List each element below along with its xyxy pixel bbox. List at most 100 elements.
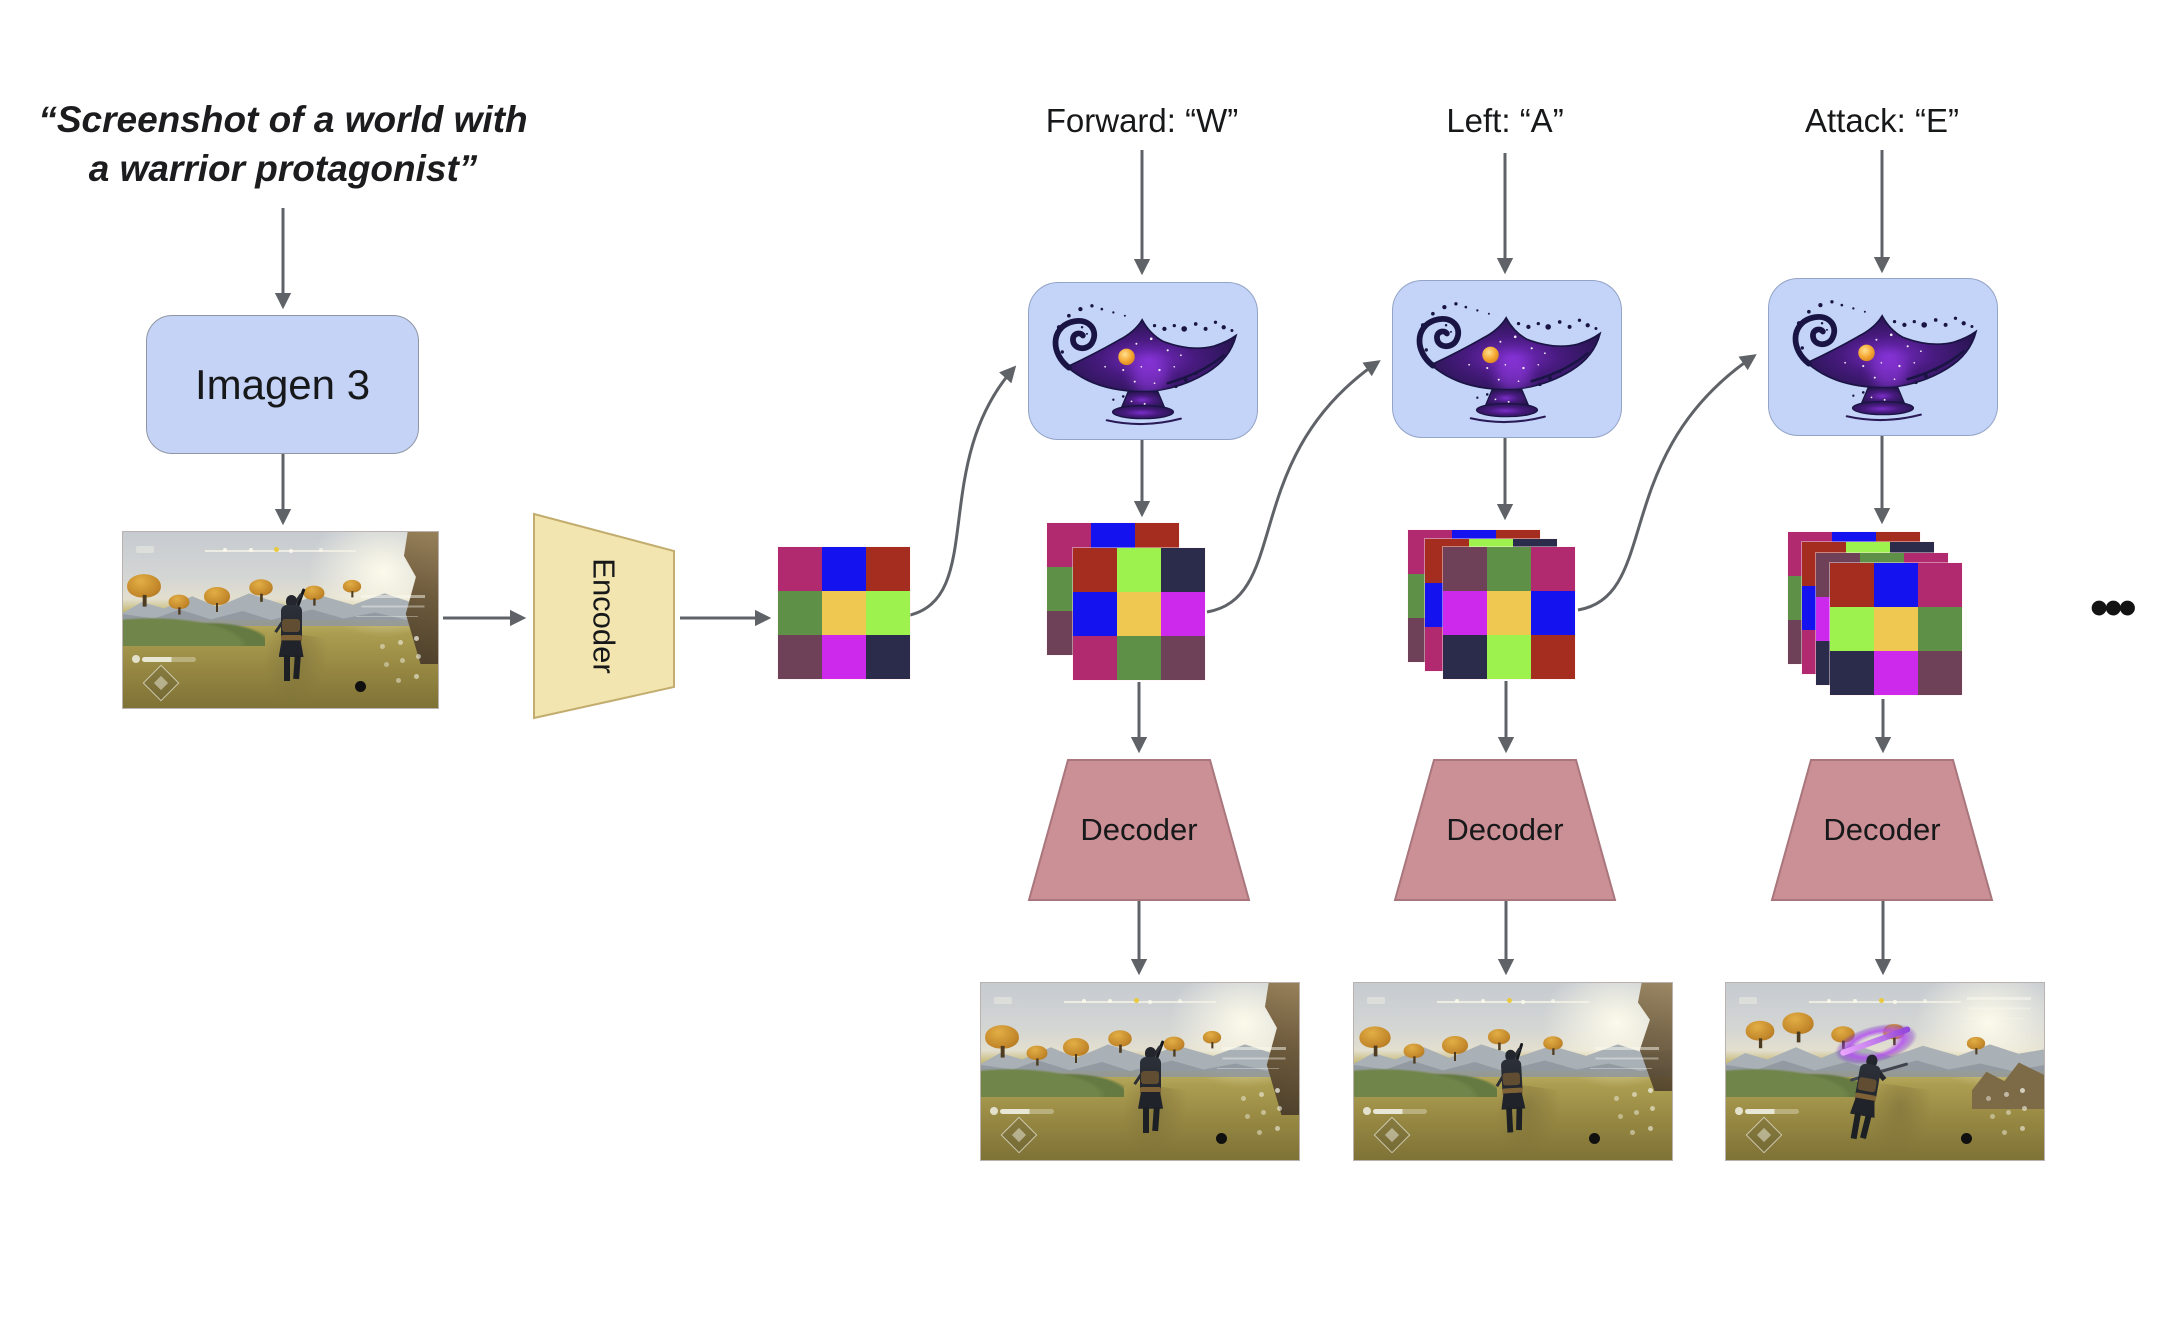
- latent-cell: [1531, 591, 1575, 635]
- tree: [342, 579, 363, 598]
- latent-grid: [1830, 563, 1962, 695]
- action-label-attack: Attack: “E”: [1804, 102, 1960, 139]
- latent-cell: [866, 591, 910, 635]
- latent-cell: [866, 635, 910, 679]
- decoder-label: Decoder: [1446, 812, 1564, 847]
- hud-bottom-right: [349, 635, 420, 694]
- tree: [1061, 1037, 1091, 1064]
- latent-cell: [1443, 635, 1487, 679]
- hud-compass: [1436, 998, 1590, 1003]
- output-game-frame-1: [980, 982, 1300, 1161]
- latent-grid: [1443, 547, 1575, 679]
- world-model-node-2: [1392, 280, 1622, 438]
- output-game-frame-3: [1725, 982, 2045, 1161]
- latent-cell: [1918, 651, 1962, 695]
- hud-health-bar: [131, 655, 196, 664]
- latent-cell: [1073, 636, 1117, 680]
- hud-top-left: [1366, 997, 1385, 1005]
- tree: [1107, 1030, 1134, 1053]
- latent-cell: [822, 635, 866, 679]
- latent-cell: [778, 547, 822, 591]
- decoder-node-3: Decoder: [1770, 758, 1994, 902]
- tree: [983, 1025, 1022, 1059]
- decoder-node-2: Decoder: [1393, 758, 1617, 902]
- hud-bottom-right: [1583, 1087, 1653, 1146]
- tree: [125, 573, 164, 608]
- hud-top-left: [993, 997, 1012, 1005]
- latent-cell: [1117, 592, 1161, 636]
- decoder-label: Decoder: [1080, 812, 1198, 847]
- latent-stack-step3: [1788, 532, 1966, 698]
- latent-cell: [866, 547, 910, 591]
- encoder-trapezoid: [533, 512, 675, 720]
- latent-cell: [822, 591, 866, 635]
- latent-cell: [1443, 547, 1487, 591]
- latent-cell: [1918, 607, 1962, 651]
- tree: [1487, 1029, 1513, 1051]
- latent-cell: [1874, 651, 1918, 695]
- latent-stack-step1: [1047, 523, 1207, 683]
- latent-cell: [1531, 635, 1575, 679]
- latent-cell: [1443, 591, 1487, 635]
- hud-top-left: [1738, 997, 1757, 1005]
- continuation-ellipsis: •••: [2090, 579, 2137, 637]
- latent-cell: [1918, 563, 1962, 607]
- latent-cell: [1073, 592, 1117, 636]
- bushes: [123, 612, 265, 646]
- latent-cell: [778, 635, 822, 679]
- latent-cell: [1487, 591, 1531, 635]
- imagen3-node: Imagen 3: [146, 315, 419, 454]
- latent-cell: [822, 547, 866, 591]
- bushes: [1354, 1063, 1498, 1097]
- tree: [202, 586, 232, 613]
- bushes: [981, 1063, 1125, 1097]
- tree: [1162, 1036, 1186, 1058]
- decoder-label: Decoder: [1823, 812, 1941, 847]
- hud-minimap: [1746, 1116, 1783, 1154]
- action-label-forward: Forward: “W”: [1045, 102, 1239, 139]
- hud-bottom-right: [1210, 1087, 1280, 1146]
- decoder-node-1: Decoder: [1027, 758, 1251, 902]
- decoder-trapezoid: [1393, 759, 1617, 901]
- latent-cell: [1161, 636, 1205, 680]
- decoder-trapezoid: [1770, 759, 1994, 901]
- latent-grid-encoder-output: [778, 547, 910, 679]
- output-game-frame-2: [1353, 982, 1673, 1161]
- latent-cell: [1117, 636, 1161, 680]
- tree: [1780, 1012, 1816, 1043]
- hud-minimap: [1001, 1116, 1038, 1154]
- latent-cell: [778, 591, 822, 635]
- hud-compass: [1808, 998, 1962, 1003]
- action-label-left: Left: “A”: [1446, 102, 1564, 139]
- genie-lamp-icon: [1408, 289, 1606, 429]
- latent-stack-step2: [1408, 530, 1578, 682]
- hud-top-left: [135, 546, 154, 554]
- warrior-sprite: [273, 588, 309, 682]
- tree: [1202, 1031, 1223, 1049]
- warrior-sprite: [1132, 1039, 1168, 1133]
- latent-cell: [1161, 592, 1205, 636]
- hud-health-bar: [1735, 1106, 1800, 1115]
- hud-quest-log: [1595, 1046, 1660, 1050]
- latent-cell: [1531, 547, 1575, 591]
- decoder-trapezoid: [1027, 759, 1251, 901]
- world-model-node-3: [1768, 278, 1998, 436]
- encoder-node: Encoder: [532, 512, 676, 720]
- latent-cell: [1874, 563, 1918, 607]
- source-game-frame: [122, 531, 439, 709]
- tree: [302, 585, 326, 607]
- hud-compass: [1063, 998, 1217, 1003]
- tree: [1966, 1036, 1987, 1054]
- latent-cell: [1117, 548, 1161, 592]
- latent-cell: [1487, 547, 1531, 591]
- imagen3-label: Imagen 3: [194, 360, 371, 408]
- tree: [1744, 1020, 1777, 1050]
- latent-cell: [1874, 607, 1918, 651]
- latent-cell: [1830, 651, 1874, 695]
- hud-health-bar: [1363, 1106, 1428, 1115]
- tree: [1025, 1045, 1049, 1067]
- encoder-label: Encoder: [587, 558, 622, 674]
- hud-compass: [204, 547, 357, 552]
